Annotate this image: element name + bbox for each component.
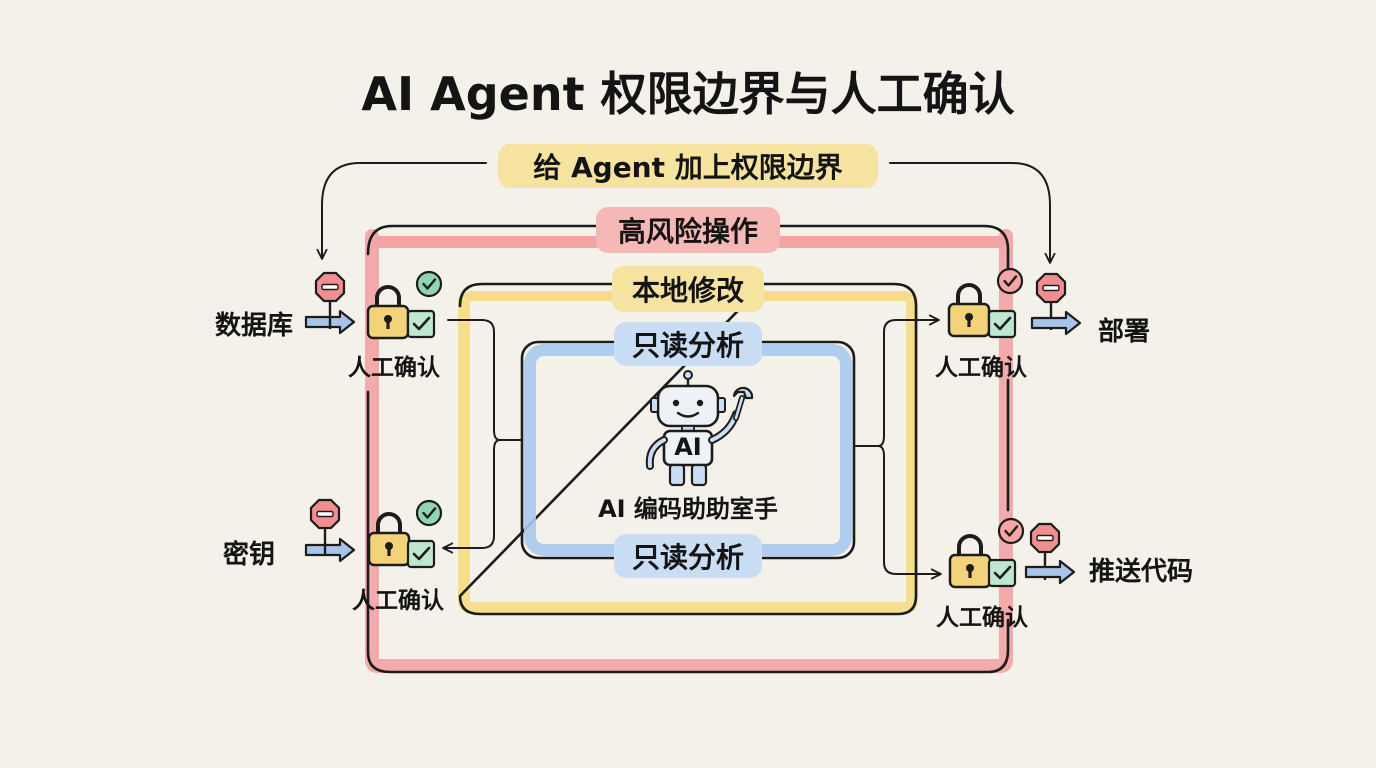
boundary-chip — [498, 144, 878, 188]
check-badge-icon — [415, 270, 443, 298]
confirm-label-push: 人工确认 — [936, 605, 1028, 631]
checkbox-icon — [987, 558, 1017, 588]
action-deploy-label: 部署 — [1098, 317, 1150, 347]
arrow-secret — [304, 537, 356, 563]
action-secret-label: 密钥 — [223, 539, 275, 570]
action-secret: 密钥 人工确认 — [223, 498, 444, 614]
boundary-arrow-left — [316, 162, 487, 260]
robot-chest-label: AI — [674, 433, 702, 461]
action-database: 数据库 人工确认 — [215, 270, 443, 381]
read-only-label-bottom: 只读分析 — [632, 541, 744, 574]
lock-icon — [948, 534, 992, 589]
high-risk-label: 高风险操作 — [618, 215, 758, 248]
high-risk-frame — [365, 224, 1013, 674]
action-database-label: 数据库 — [215, 311, 293, 341]
connector-right-bottom — [877, 445, 942, 580]
robot-icon — [645, 370, 740, 487]
confirm-label-deploy: 人工确认 — [935, 355, 1027, 381]
page-title: AI Agent 权限边界与人工确认 — [361, 67, 1014, 121]
arrow-deploy — [1030, 310, 1082, 336]
robot-caption: AI 编码助助室手 — [598, 495, 778, 523]
read-only-chip-top — [614, 322, 762, 366]
read-only-chip-bottom — [614, 534, 762, 578]
read-only-label-top: 只读分析 — [632, 329, 744, 362]
high-risk-chip — [596, 207, 780, 253]
checkbox-icon — [987, 309, 1017, 339]
connector-left-bottom — [442, 439, 501, 554]
boundary-arrow-right — [889, 162, 1056, 264]
checkbox-icon — [406, 539, 436, 569]
check-badge-icon — [415, 499, 443, 527]
arrow-push — [1024, 559, 1076, 585]
boundary-label: 给 Agent 加上权限边界 — [533, 151, 843, 184]
action-push-label: 推送代码 — [1089, 557, 1193, 587]
check-badge-icon — [997, 517, 1025, 545]
action-deploy: 部署 人工确认 — [935, 267, 1150, 381]
wrench-icon — [732, 386, 754, 421]
check-badge-icon — [996, 267, 1024, 295]
lock-icon — [947, 283, 991, 338]
local-edit-chip — [612, 266, 764, 312]
confirm-label-database: 人工确认 — [348, 355, 440, 381]
local-edit-label: 本地修改 — [632, 274, 744, 307]
confirm-label-secret: 人工确认 — [352, 588, 444, 614]
action-push: 推送代码 人工确认 — [936, 517, 1193, 631]
connector-left-top — [447, 319, 523, 441]
local-edit-frame — [458, 282, 918, 616]
checkbox-icon — [406, 309, 436, 339]
connector-right-top — [853, 320, 938, 447]
